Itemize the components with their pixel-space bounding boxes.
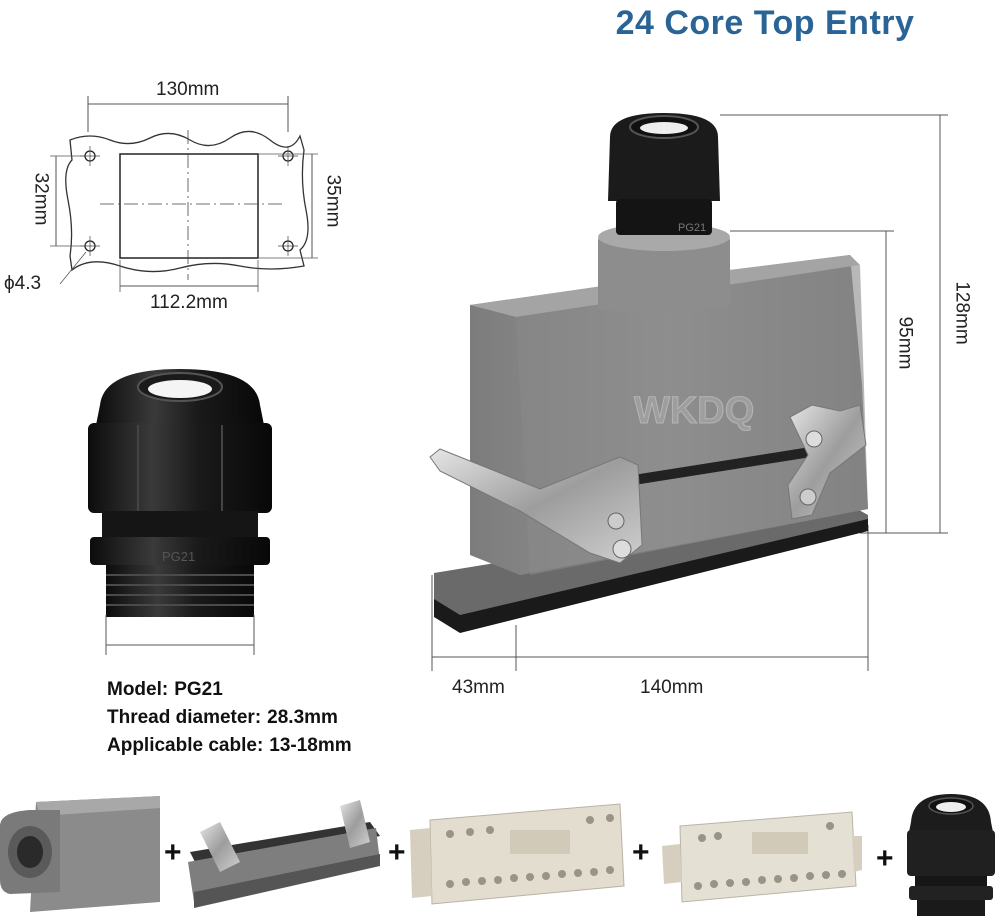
spec-thread-value: 28.3mm xyxy=(267,707,338,728)
kit-plus: + xyxy=(164,836,182,869)
spec-thread: Thread diameter:28.3mm xyxy=(107,704,352,732)
kit-insert-male-image xyxy=(410,803,625,905)
kit-hood-image xyxy=(0,796,160,912)
housing-image: PG21 WKDQ xyxy=(429,113,948,671)
gland-marking: PG21 xyxy=(162,549,195,564)
dim-height-right: 35mm xyxy=(322,174,344,228)
spec-thread-label: Thread diameter: xyxy=(107,707,262,728)
dim-height-total: 128mm xyxy=(951,281,973,345)
spec-model-value: PG21 xyxy=(174,679,223,700)
dim-hole: ϕ4.3 xyxy=(4,273,42,294)
dim-height-body: 95mm xyxy=(894,316,916,370)
dim-height-left: 32mm xyxy=(30,172,52,226)
gland-specs: Model:PG21 Thread diameter:28.3mm Applic… xyxy=(107,676,352,760)
kit-gland-image xyxy=(907,794,995,916)
kit-base-image xyxy=(188,800,380,908)
kit-plus: + xyxy=(632,836,650,869)
cable-gland-image: PG21 xyxy=(88,369,272,655)
spec-model: Model:PG21 xyxy=(107,676,352,704)
spec-cable: Applicable cable:13-18mm xyxy=(107,732,352,760)
kit-plus: + xyxy=(876,842,894,875)
mounting-drawing xyxy=(50,96,318,292)
kit-plus: + xyxy=(388,836,406,869)
mount-hole xyxy=(84,150,294,252)
dim-depth: 43mm xyxy=(452,677,505,698)
spec-cable-value: 13-18mm xyxy=(269,735,352,756)
dim-length: 140mm xyxy=(640,677,704,698)
dim-width-outer: 130mm xyxy=(156,79,220,100)
spec-model-label: Model: xyxy=(107,679,169,700)
page-title: 24 Core Top Entry xyxy=(615,4,915,42)
dim-width-inner: 112.2mm xyxy=(150,292,228,313)
spec-cable-label: Applicable cable: xyxy=(107,735,264,756)
kit-insert-female-image xyxy=(662,811,862,903)
housing-gland-marking: PG21 xyxy=(678,222,706,234)
brand-logo: WKDQ xyxy=(634,390,754,432)
